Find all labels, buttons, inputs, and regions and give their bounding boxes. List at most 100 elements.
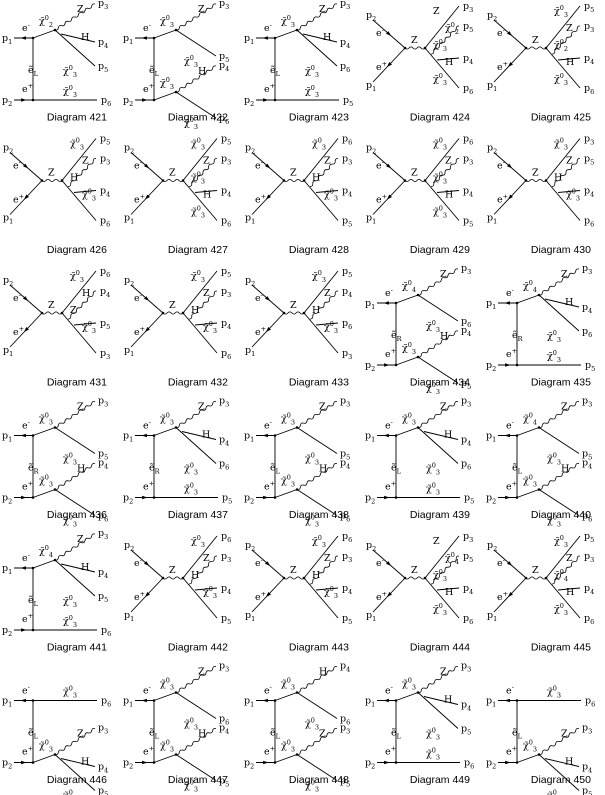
outgoing-line: [545, 180, 581, 221]
neutralino-label: χ̃03: [305, 514, 319, 529]
outgoing-label: p3: [221, 286, 231, 299]
arrow-head: [386, 592, 392, 598]
fermion-label: e-: [134, 291, 142, 304]
outgoing-label: p3: [98, 528, 108, 541]
vertex-label: χ̃03: [203, 585, 217, 600]
fermion-label: e-: [143, 684, 151, 697]
diagram: p1e-p2e+ẽLχ̃03Zp3χ̃03p5χ̃03Hp4χ̃03p6Diag…: [244, 396, 350, 529]
neutralino-label: χ̃03: [547, 452, 561, 467]
diagram: p1e-p2e+ẽLχ̃04Zp3χ̃03p5χ̃03Hp4χ̃03p6Diag…: [486, 396, 592, 529]
higgs-line: [423, 696, 459, 705]
z-propagator: [283, 576, 305, 580]
fermion-label: e-: [13, 159, 21, 172]
outgoing-label: p6: [582, 326, 592, 339]
outgoing-label: p5: [98, 591, 108, 604]
boson-wavy-line: [296, 462, 338, 491]
boson-label: H: [561, 464, 569, 475]
outgoing-label: p6: [221, 531, 231, 544]
diagram: p1e-p2e+ẽRχ̃03Zp3χ̃03p5χ̃03Hp4χ̃03p6Diag…: [2, 396, 108, 529]
outgoing-line: [545, 535, 581, 579]
incoming-label: p1: [123, 431, 133, 444]
outgoing-label: p3: [340, 723, 350, 736]
higgs-line: [557, 587, 581, 591]
fermion-label: e-: [376, 26, 384, 39]
vertex-dot: [524, 576, 528, 580]
vertex-label: H: [445, 57, 453, 68]
z-propagator: [404, 46, 426, 50]
outgoing-label: p4: [219, 435, 229, 448]
boson-wavy-line: [188, 290, 218, 320]
vertex-dot: [161, 576, 165, 580]
arrow-head: [20, 36, 26, 40]
boson-wavy-line: [54, 533, 96, 561]
vertex-label: χ̃03: [554, 602, 568, 617]
arrow-head: [505, 495, 511, 500]
outgoing-label: p3: [582, 263, 592, 276]
outgoing-label: p4: [340, 37, 350, 50]
neutralino-label: χ̃03: [39, 739, 53, 754]
outgoing-label: p6: [219, 113, 229, 126]
neutralino-label: χ̃02: [39, 14, 53, 29]
outgoing-label: p3: [582, 723, 592, 736]
incoming-label: p1: [2, 563, 12, 576]
incoming-label: p1: [124, 345, 134, 358]
vertex-label: χ̃03: [554, 4, 568, 19]
propagator-label: Z: [169, 565, 176, 576]
outgoing-label: p3: [463, 154, 473, 167]
neutralino-label: χ̃03: [160, 739, 174, 754]
arrow-head: [383, 301, 389, 305]
vertex-label: χ̃03: [554, 137, 568, 152]
neutralino-line: [32, 489, 56, 498]
incoming-label: p1: [2, 33, 12, 46]
diagram-caption: Diagram 437: [168, 509, 228, 521]
neutralino-line: [296, 489, 338, 516]
neutralino-line: [538, 489, 580, 516]
vertex-label: χ̃03: [433, 137, 447, 152]
outgoing-line: [182, 138, 218, 181]
arrow-head: [507, 62, 513, 68]
outgoing-label: p6: [342, 318, 352, 331]
vertex-dot: [282, 576, 286, 580]
incoming-label: p2: [3, 275, 13, 288]
fermion-label: e+: [264, 745, 275, 758]
outgoing-label: p3: [463, 1, 473, 14]
boson-wavy-line: [54, 727, 96, 756]
neutralino-line: [296, 427, 338, 454]
boson-label: H: [81, 562, 89, 573]
boson-label: H: [77, 464, 85, 475]
outgoing-label: p5: [222, 493, 232, 506]
fermion-label: e+: [376, 193, 387, 206]
vertex-label: H: [312, 570, 320, 581]
arrow-head: [20, 698, 26, 703]
diagram-caption: Diagram 434: [410, 377, 470, 389]
outgoing-label: p5: [219, 51, 229, 64]
boson-label: H: [81, 757, 89, 768]
outgoing-label: p5: [343, 95, 353, 108]
arrow-head: [265, 163, 271, 169]
outgoing-label: p6: [101, 95, 111, 108]
neutralino-label: χ̃03: [547, 685, 561, 700]
neutralino-label: χ̃03: [281, 677, 295, 692]
outgoing-label: p5: [340, 776, 350, 789]
outgoing-label: p3: [461, 661, 471, 674]
outgoing-line: [303, 535, 339, 579]
boson-label: Z: [319, 4, 326, 15]
outgoing-line: [61, 270, 97, 314]
vertex-label: χ̃03: [82, 188, 96, 203]
fermion-label: e-: [497, 159, 505, 172]
neutralino-label: χ̃04: [402, 279, 416, 294]
outgoing-label: p3: [582, 396, 592, 409]
outgoing-label: p4: [340, 458, 350, 471]
fermion-label: e-: [376, 556, 384, 569]
outgoing-line: [182, 535, 218, 579]
propagator-label: Z: [48, 168, 55, 179]
fermion-label: e+: [143, 82, 154, 95]
boson-wavy-line: [54, 400, 96, 429]
neutralino-line: [175, 754, 217, 781]
z-propagator: [404, 576, 426, 580]
boson-label: Z: [561, 402, 568, 413]
outgoing-label: p6: [584, 83, 594, 96]
